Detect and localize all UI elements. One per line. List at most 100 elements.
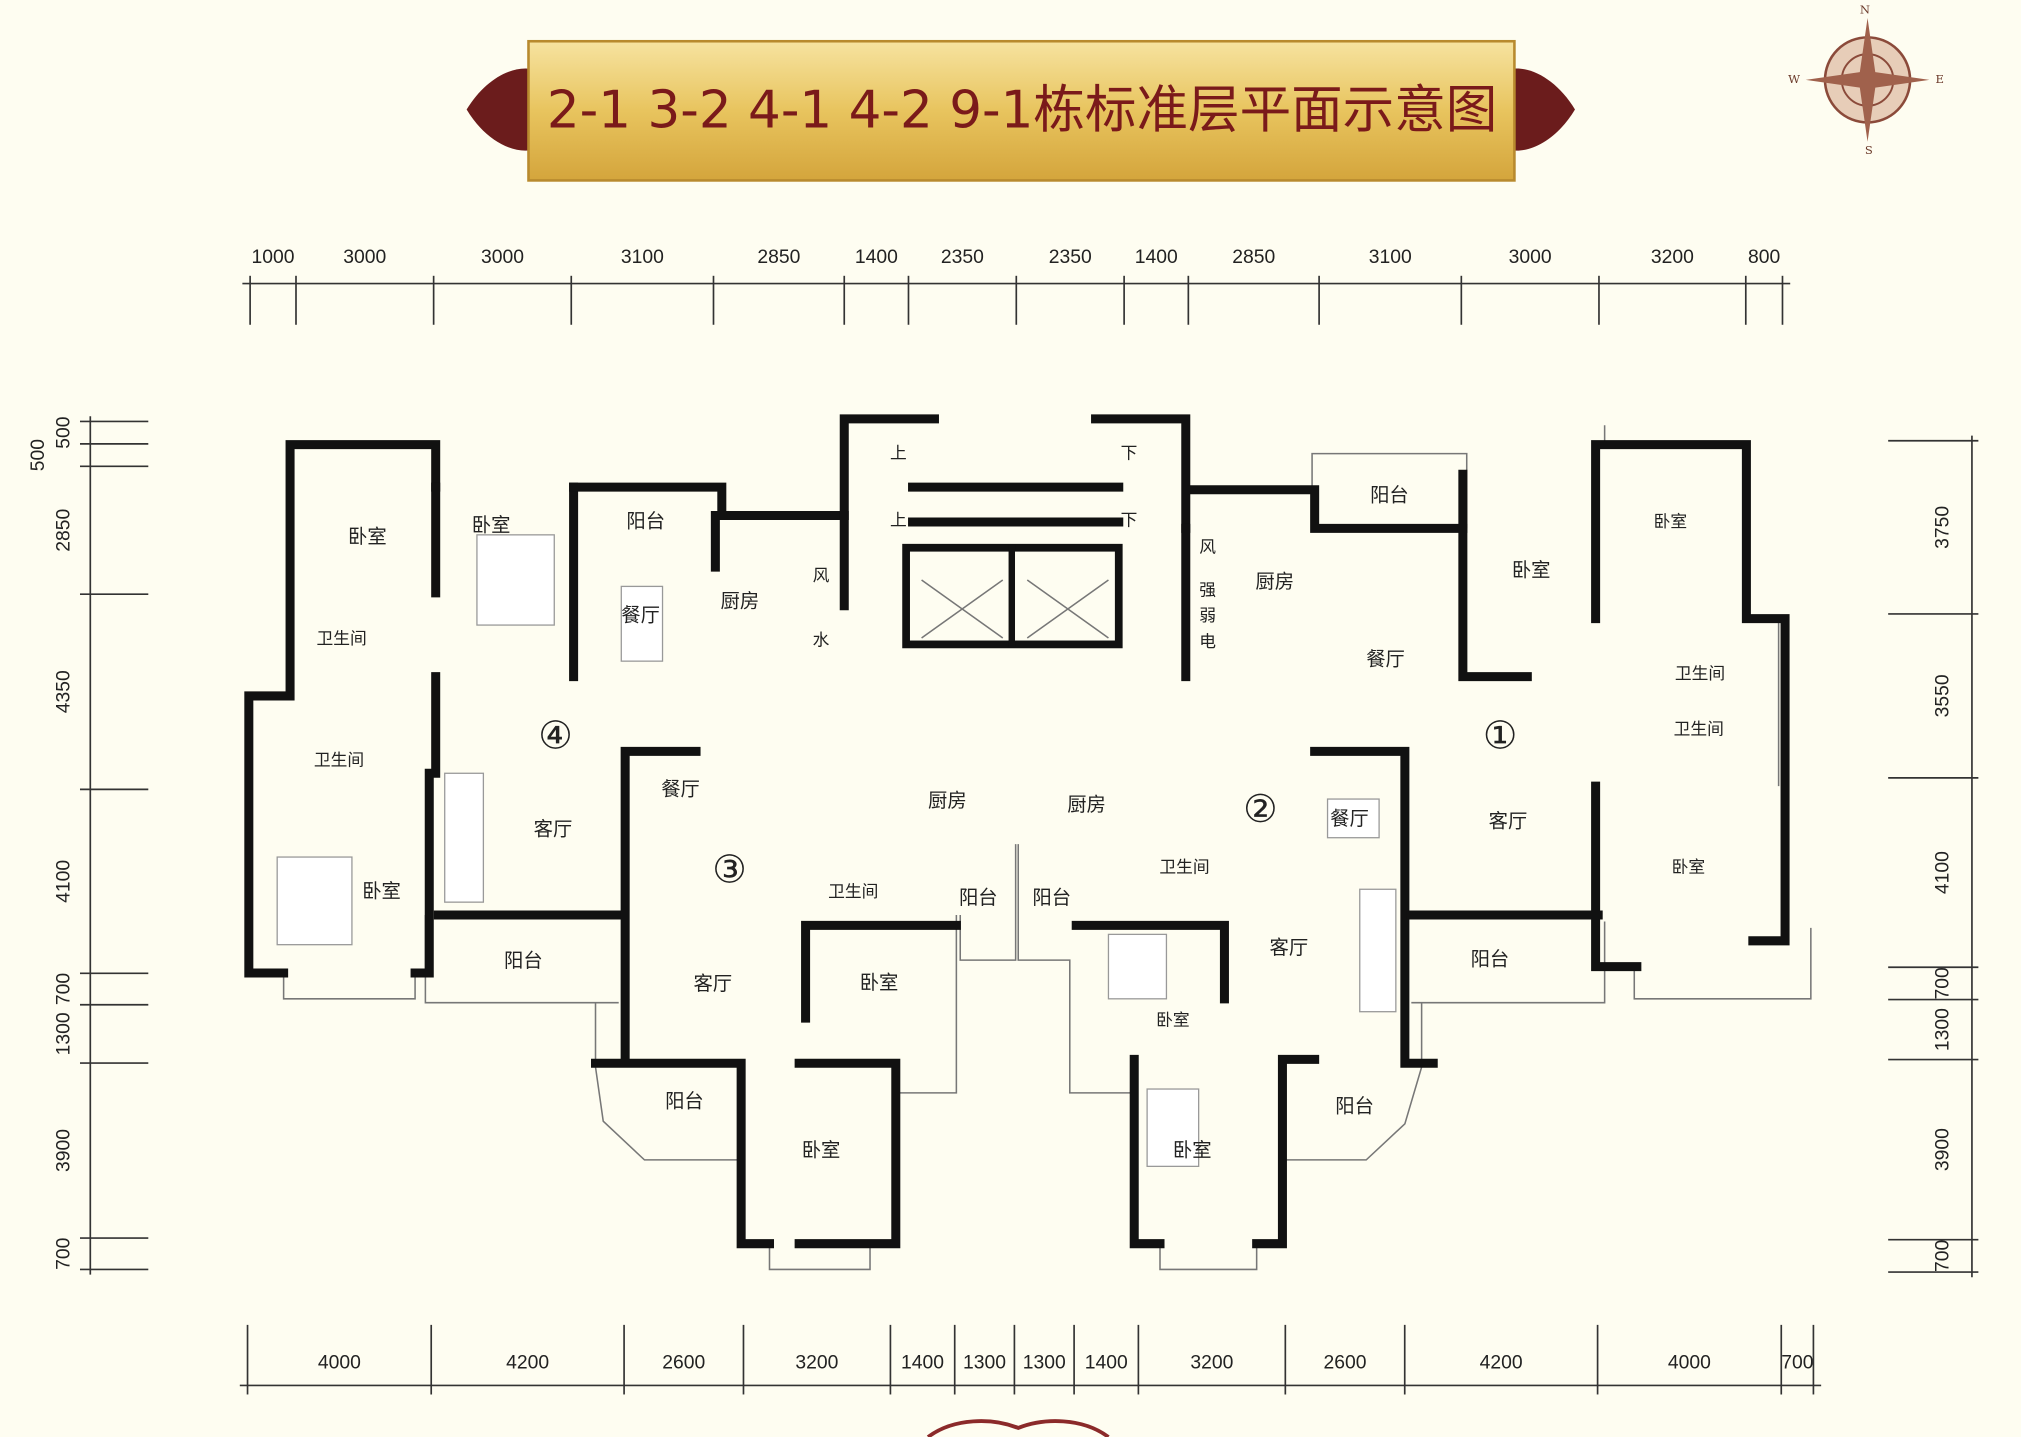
dimension-label: 3200 <box>795 1353 838 1374</box>
compass-west: W <box>1788 72 1800 86</box>
bed-icon <box>1107 933 1168 1000</box>
room-bathroom: 卫生间 <box>828 881 878 901</box>
dimension-label: 1300 <box>1933 1008 1954 1051</box>
compass-north: N <box>1860 2 1870 16</box>
elevator-shafts <box>921 579 1109 639</box>
room-bedroom: 卧室 <box>348 525 387 548</box>
shaft-label: 强 <box>1199 579 1216 599</box>
unit-marker: ④ <box>538 713 573 758</box>
room-balcony: 阳台 <box>1471 948 1510 971</box>
room-bathroom: 卫生间 <box>316 628 366 648</box>
compass-east: E <box>1935 72 1943 86</box>
bed-icon <box>1146 1088 1200 1167</box>
unit-1: ① 阳台 厨房 卧室 卧室 餐厅 卫生间 卫生间 客厅 卧室 阳台 风 强 弱 … <box>1199 484 1725 971</box>
dimension-label: 3000 <box>481 247 524 268</box>
dimension-label: 3200 <box>1190 1353 1233 1374</box>
sofa-icon <box>1359 888 1397 1013</box>
room-bedroom: 卧室 <box>362 879 401 902</box>
room-bathroom: 卫生间 <box>1675 663 1725 683</box>
dimension-label: 3100 <box>621 247 664 268</box>
room-living: 客厅 <box>1270 936 1309 959</box>
dimension-label: 1400 <box>855 247 898 268</box>
dimension-label: 1000 <box>252 247 295 268</box>
dimension-label: 3000 <box>343 247 386 268</box>
dimension-label: 2350 <box>1049 247 1092 268</box>
shaft-label: 电 <box>1199 631 1216 651</box>
stair-down-label: 下 <box>1121 443 1138 463</box>
banner-plate <box>527 39 1516 182</box>
compass-south: S <box>1865 143 1873 157</box>
room-balcony: 阳台 <box>626 509 665 532</box>
room-kitchen: 厨房 <box>721 589 760 612</box>
room-bedroom: 卧室 <box>860 971 899 994</box>
dimension-label: 1400 <box>901 1353 944 1374</box>
room-balcony: 阳台 <box>1032 886 1071 909</box>
dimension-label: 1300 <box>1023 1353 1066 1374</box>
room-living: 客厅 <box>693 972 732 995</box>
room-bedroom: 卧室 <box>1654 511 1688 531</box>
room-living: 客厅 <box>1489 810 1528 833</box>
dimension-label: 1400 <box>1085 1353 1128 1374</box>
dimension-label: 3100 <box>1369 247 1412 268</box>
dimension-label: 2850 <box>757 247 800 268</box>
dimension-label: 3550 <box>1933 674 1954 717</box>
room-balcony: 阳台 <box>1335 1095 1374 1118</box>
room-bedroom: 卧室 <box>472 513 511 536</box>
room-bathroom: 卫生间 <box>314 749 364 769</box>
dimension-label: 4100 <box>54 860 75 903</box>
unit-marker: ② <box>1243 787 1278 832</box>
title-banner: 2-1 3-2 4-1 4-2 9-1栋标准层平面示意图 <box>466 39 1575 182</box>
bed-icon <box>276 856 353 946</box>
dimension-label: 4350 <box>54 670 75 713</box>
dimension-label: 1400 <box>1135 247 1178 268</box>
room-living: 客厅 <box>534 817 573 840</box>
bottom-ornament <box>926 1419 1110 1437</box>
room-balcony: 阳台 <box>504 949 543 972</box>
dimension-label: 3000 <box>1509 247 1552 268</box>
unit-marker: ③ <box>712 848 747 893</box>
dimension-label: 3750 <box>1933 506 1954 549</box>
room-bedroom: 卧室 <box>802 1138 841 1161</box>
room-bedroom: 卧室 <box>1512 558 1551 581</box>
room-bedroom: 卧室 <box>1173 1138 1212 1161</box>
unit-3: ③ 餐厅 厨房 卫生间 阳台 客厅 卧室 阳台 卧室 <box>661 778 997 1162</box>
room-bedroom: 卧室 <box>1156 1010 1190 1030</box>
dimension-label: 4100 <box>1933 851 1954 894</box>
dimension-label: 4200 <box>1480 1353 1523 1374</box>
dimension-label: 700 <box>54 973 75 1005</box>
shaft-label: 风 <box>813 565 830 585</box>
dimension-label: 2600 <box>1324 1353 1367 1374</box>
room-kitchen: 厨房 <box>1255 570 1294 593</box>
compass-rose-icon: N E S W <box>1788 2 1944 156</box>
shaft-label: 风 <box>1199 537 1216 557</box>
sofa-icon <box>444 772 485 903</box>
dimension-label: 1300 <box>963 1353 1006 1374</box>
dimension-label: 700 <box>1781 1353 1813 1374</box>
dimension-label: 3200 <box>1651 247 1694 268</box>
dimension-label: 2850 <box>54 509 75 552</box>
room-bedroom: 卧室 <box>1672 856 1706 876</box>
room-kitchen: 厨房 <box>928 789 967 812</box>
stair-up-label: 上 <box>890 510 907 530</box>
room-dining: 餐厅 <box>1366 647 1405 670</box>
room-dining: 餐厅 <box>661 778 700 801</box>
room-bathroom: 卫生间 <box>1674 718 1724 738</box>
room-dining: 餐厅 <box>621 604 660 627</box>
dimension-label: 2850 <box>1232 247 1275 268</box>
shaft-label: 水 <box>813 630 830 650</box>
shaft-label: 弱 <box>1199 605 1216 625</box>
stair-up-label: 上 <box>890 443 907 463</box>
dimension-label: 1300 <box>54 1012 75 1055</box>
dimension-label: 4000 <box>318 1353 361 1374</box>
dining-table-icon <box>620 585 664 662</box>
room-balcony: 阳台 <box>665 1089 704 1112</box>
room-dining: 餐厅 <box>1330 807 1369 830</box>
furniture <box>276 534 1397 1167</box>
room-kitchen: 厨房 <box>1067 793 1106 816</box>
bed-icon <box>476 534 555 626</box>
room-bathroom: 卫生间 <box>1159 856 1209 876</box>
dimension-label: 500 <box>28 439 49 471</box>
